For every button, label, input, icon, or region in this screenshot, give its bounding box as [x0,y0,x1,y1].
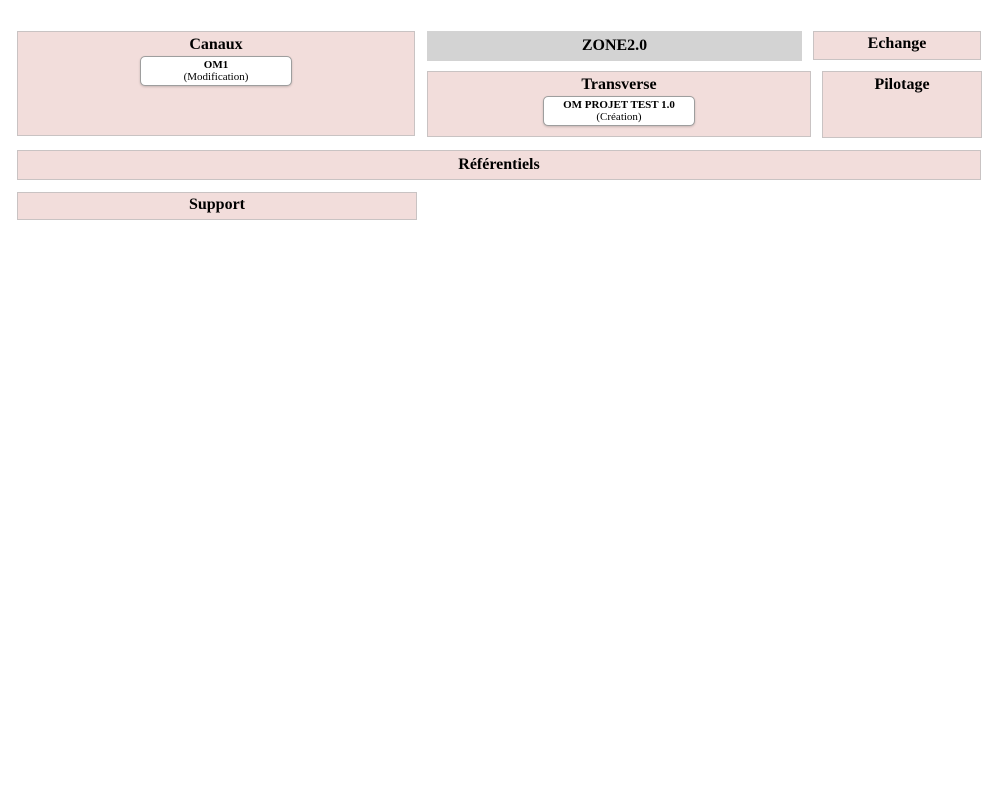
zone-echange: Echange [813,31,981,60]
om-projet-test-button[interactable]: OM PROJET TEST 1.0 (Création) [543,96,695,126]
zone-pilotage: Pilotage [822,71,982,138]
zone-canaux: Canaux OM1 (Modification) [17,31,415,136]
zone-referentiels-title: Référentiels [458,156,540,173]
zone2-header-title: ZONE2.0 [581,37,648,54]
om-projet-test-button-status: (Création) [596,111,642,123]
zone-transverse-title: Transverse [581,76,657,93]
zone-pilotage-title: Pilotage [874,76,930,93]
zone-canaux-title: Canaux [189,36,243,53]
om-projet-test-button-name: OM PROJET TEST 1.0 [563,99,675,111]
om1-button[interactable]: OM1 (Modification) [140,56,292,86]
zone-transverse: Transverse OM PROJET TEST 1.0 (Création) [427,71,811,137]
zone-support: Support [17,192,417,220]
zone2-header: ZONE2.0 [427,31,802,61]
om1-button-status: (Modification) [183,71,249,83]
zone-referentiels: Référentiels [17,150,981,180]
zone-echange-title: Echange [867,35,927,52]
om1-button-name: OM1 [203,59,229,71]
zone-support-title: Support [188,196,246,213]
